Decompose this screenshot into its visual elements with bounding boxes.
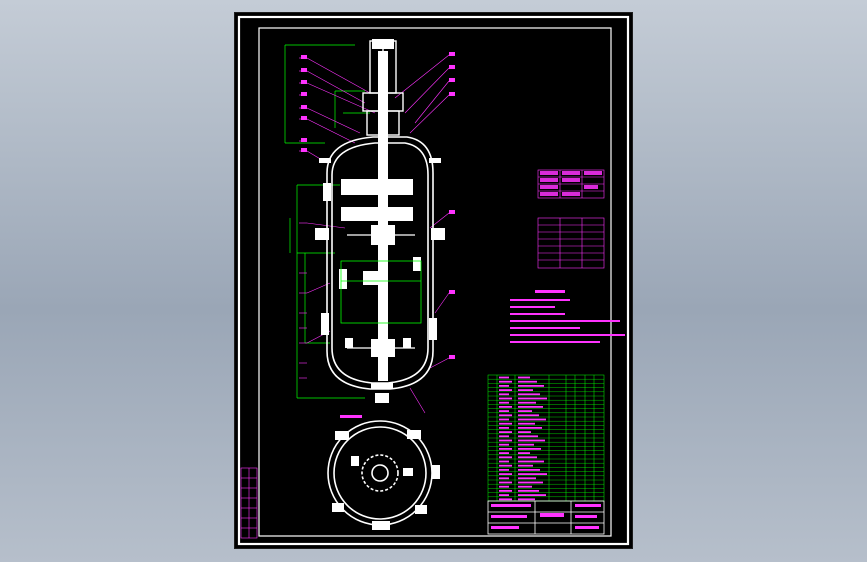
parts-row-text bbox=[518, 490, 539, 492]
parts-row-code bbox=[499, 401, 509, 404]
parts-row-text bbox=[518, 464, 533, 467]
parts-row-text bbox=[518, 418, 546, 421]
parts-row-text bbox=[518, 443, 534, 446]
parts-row-code bbox=[499, 410, 509, 412]
parts-row-code bbox=[499, 397, 512, 400]
tech-requirements bbox=[510, 290, 625, 343]
parts-row-text bbox=[518, 401, 536, 404]
internal-structure bbox=[339, 179, 421, 348]
parts-row-code bbox=[499, 460, 509, 463]
parts-row-code bbox=[499, 448, 512, 450]
parts-row-code bbox=[499, 418, 509, 421]
parts-row-text bbox=[518, 376, 530, 379]
tech-spec-table bbox=[537, 169, 605, 199]
parts-row-code bbox=[499, 406, 512, 408]
parts-row-code bbox=[499, 385, 509, 387]
parts-row-text bbox=[518, 431, 531, 433]
parts-row-text bbox=[518, 494, 546, 496]
parts-row-code bbox=[499, 498, 512, 501]
parts-row-code bbox=[499, 393, 509, 396]
parts-row-code bbox=[499, 435, 509, 438]
inner-frame bbox=[258, 27, 612, 537]
cad-viewport[interactable] bbox=[235, 13, 632, 548]
agitator bbox=[347, 51, 415, 381]
parts-row-text bbox=[518, 380, 537, 383]
parts-row-code bbox=[499, 494, 509, 496]
parts-row-text bbox=[518, 452, 530, 454]
drive-cap bbox=[372, 39, 394, 49]
parts-row-code bbox=[499, 469, 509, 471]
parts-row-code bbox=[499, 427, 509, 429]
parts-row-code bbox=[499, 389, 512, 391]
parts-list-rows bbox=[488, 379, 604, 502]
parts-row-code bbox=[499, 456, 512, 459]
vessel-flanges bbox=[315, 158, 445, 403]
parts-row-code bbox=[499, 452, 509, 454]
parts-row-text bbox=[518, 460, 544, 463]
parts-row-text bbox=[518, 427, 542, 429]
parts-row-code bbox=[499, 485, 509, 488]
side-title-strip bbox=[240, 467, 258, 539]
parts-row-text bbox=[518, 498, 535, 501]
parts-row-text bbox=[518, 422, 535, 425]
parts-row-code bbox=[499, 443, 509, 446]
parts-row-text bbox=[518, 448, 541, 450]
parts-row-code bbox=[499, 414, 512, 417]
parts-row-code bbox=[499, 481, 512, 484]
parts-row-text bbox=[518, 485, 532, 488]
support-outline bbox=[340, 260, 422, 324]
parts-row-text bbox=[518, 481, 543, 484]
top-view-details bbox=[332, 430, 440, 530]
parts-row-code bbox=[499, 431, 512, 433]
tech-spec-fill bbox=[540, 171, 602, 196]
engineering-drawing bbox=[237, 15, 630, 546]
parts-row-text bbox=[518, 410, 532, 412]
parts-row-code bbox=[499, 464, 512, 467]
parts-row-code bbox=[499, 422, 512, 425]
parts-row-text bbox=[518, 397, 547, 400]
parts-row-code bbox=[499, 376, 509, 379]
parts-row-text bbox=[518, 439, 545, 442]
parts-list-text bbox=[499, 376, 547, 501]
outer-frame bbox=[237, 15, 630, 546]
parameter-table bbox=[537, 217, 605, 269]
parts-row-text bbox=[518, 406, 543, 408]
parts-row-code bbox=[499, 477, 509, 480]
parts-row-text bbox=[518, 414, 539, 417]
parts-row-text bbox=[518, 456, 537, 459]
parts-row-text bbox=[518, 393, 540, 396]
parts-row-text bbox=[518, 435, 538, 438]
parts-row-code bbox=[499, 490, 512, 492]
leader-lines bbox=[306, 54, 450, 414]
parts-row-code bbox=[499, 473, 512, 475]
parts-row-code bbox=[499, 380, 512, 383]
parts-row-text bbox=[518, 385, 544, 387]
parts-row-code bbox=[499, 439, 512, 442]
callout-tags bbox=[301, 52, 455, 418]
title-block-text bbox=[491, 504, 601, 529]
title-block bbox=[487, 500, 605, 535]
parts-row-text bbox=[518, 473, 547, 475]
parts-row-text bbox=[518, 477, 536, 480]
parts-row-text bbox=[518, 389, 533, 391]
parts-row-text bbox=[518, 469, 540, 471]
